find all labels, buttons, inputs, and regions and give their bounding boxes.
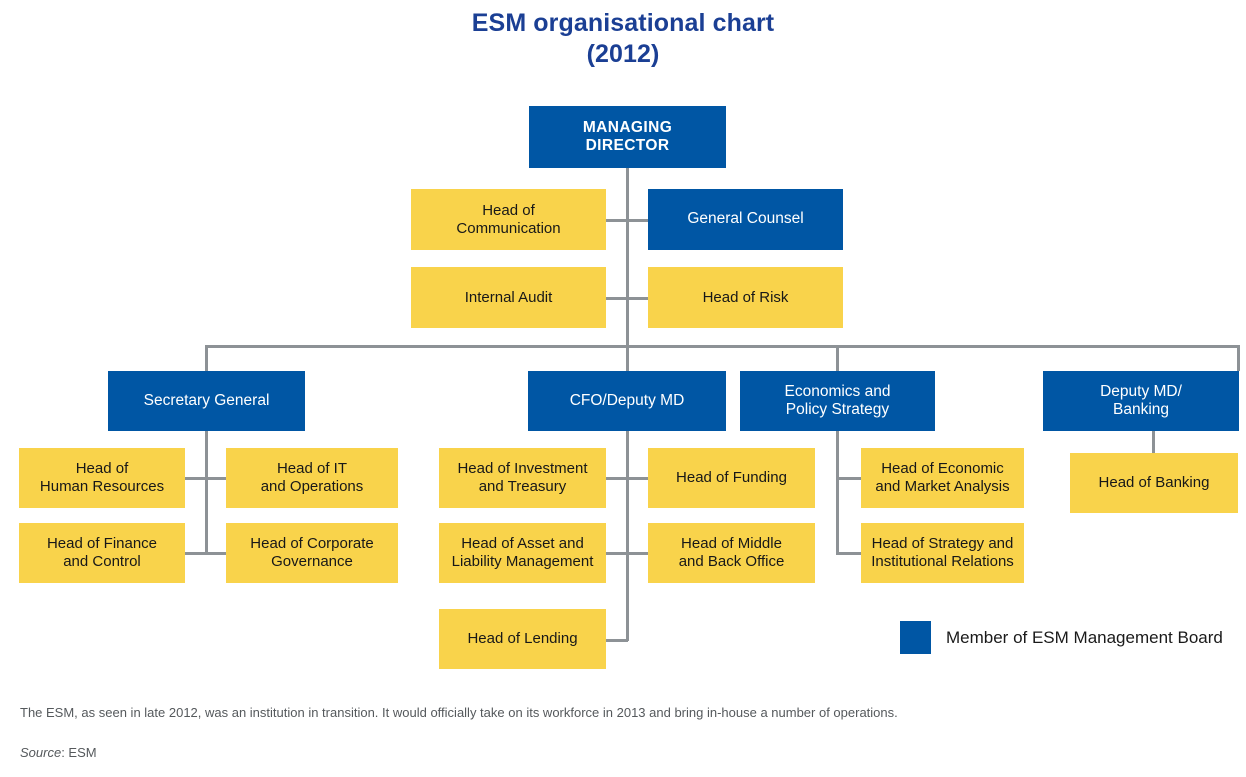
connector-cfo-row1-left [606, 477, 628, 480]
node-head-of-corporate-governance[interactable]: Head of Corporate Governance [226, 523, 398, 583]
node-secretary-general-label: Secretary General [143, 391, 270, 409]
node-managing-director-line2: DIRECTOR [585, 137, 670, 154]
node-cfo-deputy-md-label: CFO/Deputy MD [569, 391, 685, 409]
node-head-of-corporate-governance-line1: Head of Corporate [250, 535, 374, 553]
node-head-of-human-resources-line2: Human Resources [39, 478, 165, 495]
node-general-counsel-label: General Counsel [687, 210, 804, 228]
footnote-note: The ESM, as seen in late 2012, was an in… [20, 705, 898, 720]
node-head-of-funding-label: Head of Funding [676, 469, 787, 487]
node-head-of-strategy-and-institutional-relations-line1: Head of Strategy and [871, 535, 1014, 553]
node-head-of-human-resources[interactable]: Head of Human Resources [19, 448, 185, 508]
connector-sg-trunk [205, 431, 208, 553]
node-head-of-it-and-operations[interactable]: Head of IT and Operations [226, 448, 398, 508]
node-head-of-communication[interactable]: Head of Communication [411, 189, 606, 250]
connector-md-row1-right [626, 219, 648, 222]
page-title-line1: ESM organisational chart [471, 9, 775, 37]
connector-cfo-row2-left [606, 552, 628, 555]
node-head-of-investment-and-treasury-line2: and Treasury [478, 478, 567, 495]
node-head-of-strategy-and-institutional-relations[interactable]: Head of Strategy and Institutional Relat… [861, 523, 1024, 583]
connector-drop-economics [836, 345, 839, 371]
node-head-of-it-and-operations-line1: Head of IT [276, 460, 348, 478]
page-title-line2: (2012) [586, 40, 660, 68]
node-head-of-investment-and-treasury-line1: Head of Investment [457, 460, 588, 478]
node-deputy-md-banking-line1: Deputy MD/ [1100, 382, 1182, 400]
node-secretary-general[interactable]: Secretary General [108, 371, 305, 431]
connector-md-row1-left [606, 219, 628, 222]
node-head-of-investment-and-treasury[interactable]: Head of Investment and Treasury [439, 448, 606, 508]
node-head-of-finance-and-control[interactable]: Head of Finance and Control [19, 523, 185, 583]
node-managing-director-line1: MANAGING [582, 118, 673, 136]
node-head-of-asset-and-liability-management[interactable]: Head of Asset and Liability Management [439, 523, 606, 583]
node-managing-director[interactable]: MANAGING DIRECTOR [529, 106, 726, 168]
node-head-of-asset-and-liability-management-line1: Head of Asset and [461, 535, 584, 553]
node-cfo-deputy-md[interactable]: CFO/Deputy MD [528, 371, 726, 431]
connector-sg-row1-left [185, 477, 207, 480]
node-economics-policy-strategy-line2: Policy Strategy [785, 401, 890, 418]
connector-sg-row2-left [185, 552, 207, 555]
node-head-of-banking-label: Head of Banking [1098, 474, 1210, 492]
connector-drop-secretary-general [205, 345, 208, 371]
connector-dmb-trunk [1152, 431, 1155, 453]
connector-cfo-trunk [626, 431, 629, 641]
connector-drop-deputy-md-banking [1237, 345, 1240, 371]
legend: Member of ESM Management Board [900, 621, 1223, 654]
node-economics-policy-strategy-line1: Economics and [784, 382, 891, 400]
connector-cfo-row1-right [626, 477, 648, 480]
node-head-of-risk[interactable]: Head of Risk [648, 267, 843, 328]
connector-sg-row2-right [205, 552, 227, 555]
node-head-of-economic-and-market-analysis-line1: Head of Economic [881, 460, 1004, 478]
node-head-of-it-and-operations-line2: and Operations [260, 478, 364, 495]
node-head-of-strategy-and-institutional-relations-line2: Institutional Relations [871, 553, 1014, 570]
connector-eps-trunk [836, 431, 839, 555]
node-head-of-asset-and-liability-management-line2: Liability Management [451, 553, 594, 570]
footnote-source-word: Source [20, 745, 62, 760]
connector-cfo-row2-right [626, 552, 648, 555]
connector-md-row2-left [606, 297, 628, 300]
node-head-of-corporate-governance-line2: Governance [271, 553, 353, 570]
node-general-counsel[interactable]: General Counsel [648, 189, 843, 250]
connector-drop-cfo [626, 345, 629, 371]
connector-level2-bus [205, 345, 1240, 348]
node-head-of-middle-and-back-office-line2: and Back Office [678, 553, 785, 570]
connector-eps-row2 [836, 552, 862, 555]
node-deputy-md-banking-line2: Banking [1112, 401, 1169, 418]
node-head-of-risk-label: Head of Risk [702, 288, 789, 306]
connector-cfo-row3-left [606, 639, 628, 642]
page-title: ESM organisational chart (2012) [0, 8, 1246, 70]
legend-label-board-member: Member of ESM Management Board [946, 627, 1223, 647]
node-head-of-banking[interactable]: Head of Banking [1070, 453, 1238, 513]
node-head-of-lending-label: Head of Lending [467, 630, 578, 648]
node-head-of-communication-line2: Communication [456, 219, 561, 237]
node-head-of-human-resources-line1: Head of [75, 460, 129, 478]
connector-sg-row1-right [205, 477, 227, 480]
connector-md-trunk [626, 168, 629, 347]
node-head-of-finance-and-control-line2: and Control [63, 553, 141, 570]
node-head-of-middle-and-back-office[interactable]: Head of Middle and Back Office [648, 523, 815, 583]
node-head-of-communication-line1: Head of [482, 201, 535, 219]
node-head-of-economic-and-market-analysis-line2: and Market Analysis [875, 478, 1010, 495]
node-head-of-middle-and-back-office-line1: Head of Middle [681, 535, 782, 553]
node-internal-audit-label: Internal Audit [464, 288, 553, 306]
connector-md-row2-right [626, 297, 648, 300]
connector-eps-row1 [836, 477, 862, 480]
footnote-source: Source: ESM [20, 745, 97, 760]
footnote-source-value: : ESM [61, 745, 97, 760]
node-head-of-economic-and-market-analysis[interactable]: Head of Economic and Market Analysis [861, 448, 1024, 508]
legend-swatch-board-member [900, 621, 931, 654]
node-internal-audit[interactable]: Internal Audit [411, 267, 606, 328]
node-deputy-md-banking[interactable]: Deputy MD/ Banking [1043, 371, 1239, 431]
node-head-of-funding[interactable]: Head of Funding [648, 448, 815, 508]
node-economics-policy-strategy[interactable]: Economics and Policy Strategy [740, 371, 935, 431]
node-head-of-finance-and-control-line1: Head of Finance [46, 535, 158, 553]
node-head-of-lending[interactable]: Head of Lending [439, 609, 606, 669]
